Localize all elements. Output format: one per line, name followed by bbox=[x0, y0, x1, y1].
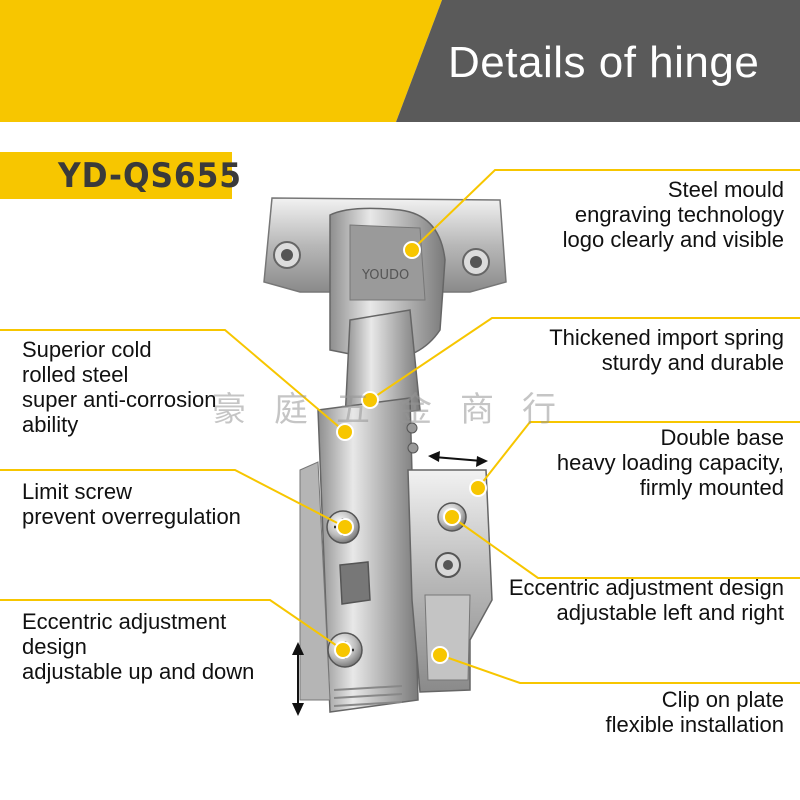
feature-eccentric-left-right: Eccentric adjustment design adjustable l… bbox=[508, 575, 784, 625]
feature-double-base: Double base heavy loading capacity, firm… bbox=[556, 425, 784, 500]
feature-limit-screw: Limit screw prevent overregulation bbox=[22, 479, 241, 529]
header-banner: Details of hinge bbox=[0, 0, 800, 122]
feature-clip-plate: Clip on plate flexible installation bbox=[605, 687, 784, 737]
up-down-arrow bbox=[292, 642, 304, 716]
feature-eccentric-up-down: Eccentric adjustment design adjustable u… bbox=[22, 609, 255, 684]
feature-steel-mould: Steel mould engraving technology logo cl… bbox=[562, 177, 784, 252]
watermark: 豪庭五金商行 bbox=[212, 390, 584, 430]
model-code: YD-QS655 bbox=[58, 156, 242, 196]
page-title: Details of hinge bbox=[448, 38, 760, 87]
hinge-logo-text: YOUDO bbox=[361, 268, 409, 283]
feature-cold-rolled: Superior cold rolled steel super anti-co… bbox=[22, 337, 217, 437]
left-right-arrow bbox=[428, 451, 488, 467]
model-badge bbox=[0, 152, 232, 199]
callout-dots bbox=[334, 241, 487, 664]
feature-spring: Thickened import spring sturdy and durab… bbox=[549, 325, 784, 375]
banner-shapes bbox=[0, 0, 800, 122]
callout-lines bbox=[0, 169, 800, 684]
